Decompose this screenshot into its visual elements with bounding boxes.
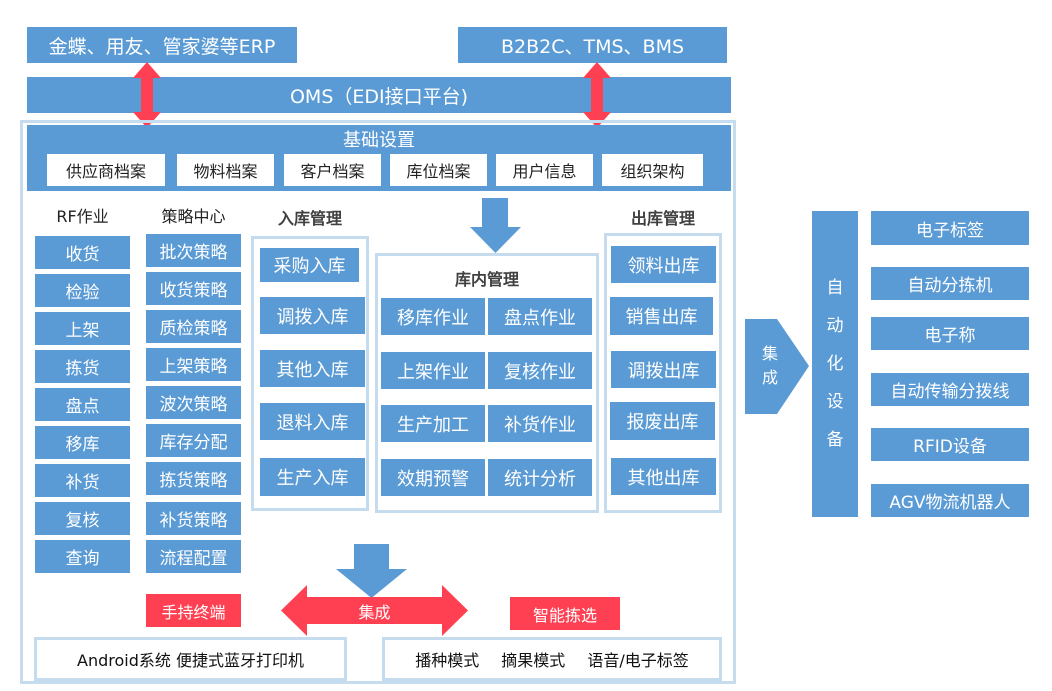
- integration-chevron-arrow-icon: [745, 319, 809, 414]
- automation-title-char: 设: [826, 392, 844, 412]
- basic-setting-organization[interactable]: 组织架构: [602, 154, 703, 186]
- automation-item[interactable]: AGV物流机器人: [871, 484, 1029, 517]
- automation-title-char: 自: [826, 278, 844, 298]
- inbound-management-panel: [251, 236, 369, 511]
- rf-item[interactable]: 上架: [35, 312, 130, 345]
- double-arrow-shape: [133, 62, 161, 128]
- outbound-management-title: 出库管理: [630, 209, 695, 228]
- strategy-item[interactable]: 波次策略: [146, 386, 241, 419]
- automation-item[interactable]: 自动传输分拨线: [871, 373, 1029, 406]
- basic-settings-panel: 基础设置 供应商档案 物料档案 客户档案 库位档案 用户信息 组织架构: [27, 125, 731, 191]
- warehouse-item[interactable]: 复核作业: [488, 352, 592, 389]
- basic-settings-title: 基础设置: [343, 130, 415, 151]
- down-arrow-shape: [336, 544, 407, 598]
- inbound-management-title: 入库管理: [277, 209, 342, 228]
- outbound-item[interactable]: 销售出库: [610, 297, 713, 335]
- integration-char: 成: [761, 368, 778, 387]
- automation-item[interactable]: RFID设备: [871, 428, 1029, 461]
- integration-vertical-label: 集 成: [745, 338, 795, 394]
- outbound-item[interactable]: 调拨出库: [611, 351, 716, 388]
- inbound-item[interactable]: 其他入库: [260, 350, 365, 387]
- outbound-management-panel: [604, 233, 722, 513]
- integration-char: 集: [761, 344, 778, 363]
- rf-item[interactable]: 检验: [35, 274, 130, 307]
- warehouse-item[interactable]: 效期预警: [381, 459, 485, 496]
- ecom-oms-double-arrow-icon: [583, 62, 611, 128]
- warehouse-management-panel: [375, 253, 599, 513]
- strategy-item[interactable]: 补货策略: [146, 502, 241, 535]
- warehouse-item[interactable]: 上架作业: [381, 352, 485, 389]
- warehouse-item[interactable]: 移库作业: [381, 298, 485, 335]
- rf-item[interactable]: 查询: [35, 540, 130, 573]
- rf-operations-title: RF作业: [56, 207, 109, 226]
- strategy-center-title: 策略中心: [161, 207, 226, 226]
- rf-item[interactable]: 拣货: [35, 350, 130, 383]
- strategy-item[interactable]: 质检策略: [146, 310, 241, 343]
- inbound-item[interactable]: 退料入库: [260, 403, 365, 440]
- rf-item[interactable]: 移库: [35, 426, 130, 459]
- double-arrow-shape: [583, 62, 611, 128]
- strategy-item[interactable]: 流程配置: [146, 540, 241, 573]
- warehouse-item[interactable]: 生产加工: [381, 405, 485, 442]
- rf-item[interactable]: 复核: [35, 502, 130, 535]
- basic-setting-location[interactable]: 库位档案: [390, 154, 487, 186]
- integration-label: 集成: [358, 602, 391, 622]
- automation-item[interactable]: 电子称: [871, 317, 1029, 350]
- rf-item[interactable]: 收货: [35, 236, 130, 269]
- strategy-item[interactable]: 批次策略: [146, 234, 241, 267]
- picking-modes-box: 播种模式 摘果模式 语音/电子标签: [382, 637, 722, 681]
- automation-item[interactable]: 自动分拣机: [871, 267, 1029, 300]
- down-arrow-icon: [336, 544, 407, 598]
- handheld-description-box: Android系统 便捷式蓝牙打印机: [34, 637, 347, 681]
- erp-oms-double-arrow-icon: [133, 62, 161, 128]
- warehouse-item[interactable]: 盘点作业: [488, 298, 592, 335]
- warehouse-item[interactable]: 统计分析: [488, 459, 592, 496]
- handheld-terminal-badge: 手持终端: [146, 594, 241, 627]
- warehouse-management-title: 库内管理: [454, 270, 519, 289]
- picking-mode-voice-label: 语音/电子标签: [587, 651, 689, 670]
- double-arrow-shape: [281, 585, 468, 636]
- automation-title-char: 化: [826, 354, 844, 374]
- integration-double-arrow-icon: [281, 585, 468, 636]
- outbound-item[interactable]: 报废出库: [610, 402, 715, 440]
- strategy-item[interactable]: 拣货策略: [146, 462, 241, 495]
- automation-title-char: 备: [826, 430, 844, 450]
- basic-setting-material[interactable]: 物料档案: [177, 154, 274, 186]
- strategy-item[interactable]: 收货策略: [146, 272, 241, 305]
- wms-main-frame: [20, 120, 736, 684]
- warehouse-item[interactable]: 补货作业: [488, 405, 592, 442]
- automation-equipment-title: 自 动 化 设 备: [812, 211, 858, 517]
- chevron-arrow-shape: [745, 319, 809, 414]
- strategy-item[interactable]: 库存分配: [146, 424, 241, 457]
- basic-setting-customer[interactable]: 客户档案: [284, 154, 381, 186]
- picking-mode-fruit-picking: 摘果模式: [501, 651, 566, 670]
- ecommerce-systems-box: B2B2C、TMS、BMS: [458, 27, 727, 63]
- handheld-description: Android系统 便捷式蓝牙打印机: [77, 651, 304, 670]
- inbound-item[interactable]: 调拨入库: [260, 297, 365, 334]
- automation-title-char: 动: [826, 316, 844, 336]
- outbound-item[interactable]: 其他出库: [611, 458, 716, 495]
- down-arrow-shape: [470, 198, 521, 253]
- rf-item[interactable]: 补货: [35, 464, 130, 497]
- inbound-item[interactable]: 采购入库: [260, 248, 359, 282]
- automation-item[interactable]: 电子标签: [871, 211, 1029, 245]
- outbound-item[interactable]: 领料出库: [611, 246, 716, 283]
- inbound-item[interactable]: 生产入库: [260, 458, 365, 496]
- erp-systems-box: 金蝶、用友、管家婆等ERP: [27, 27, 297, 63]
- picking-mode-seeding: 播种模式: [415, 651, 480, 670]
- rf-item[interactable]: 盘点: [35, 388, 130, 421]
- basic-setting-supplier[interactable]: 供应商档案: [47, 154, 165, 186]
- strategy-item[interactable]: 上架策略: [146, 348, 241, 381]
- smart-picking-badge: 智能拣选: [510, 597, 620, 630]
- down-arrow-icon: [470, 198, 521, 253]
- basic-setting-user-info[interactable]: 用户信息: [496, 154, 593, 186]
